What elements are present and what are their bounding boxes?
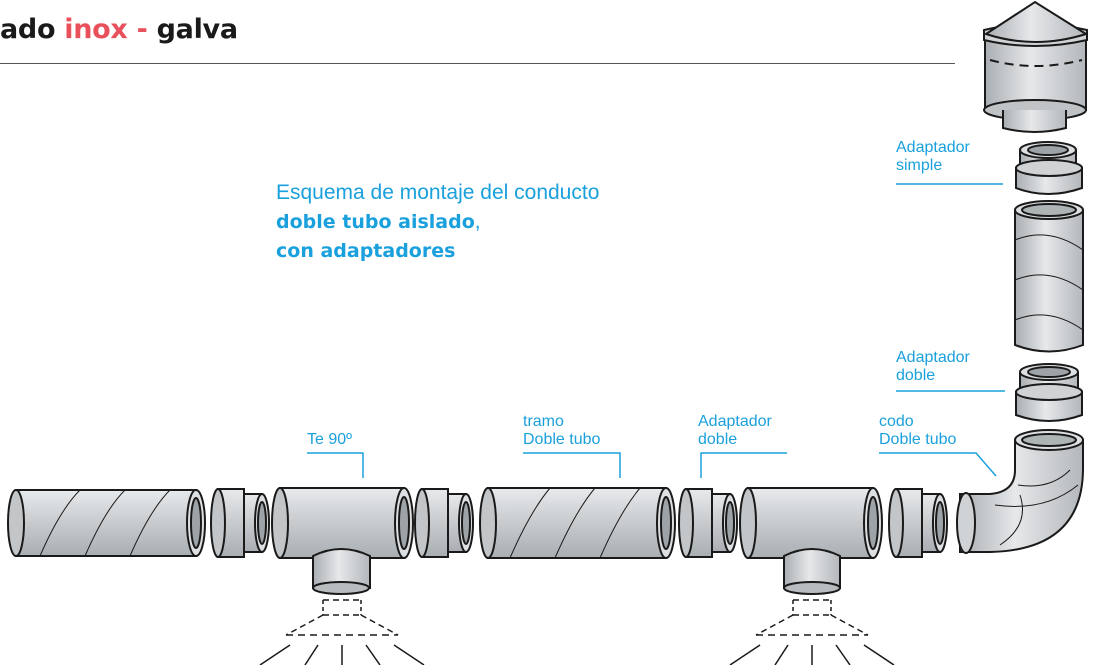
label-line: Adaptador — [698, 413, 772, 430]
title-suffix: galva — [156, 14, 238, 45]
te-90-part-2 — [739, 487, 883, 595]
adaptador-doble-part-3 — [678, 488, 738, 558]
vertical-pipe-section — [1014, 200, 1084, 353]
label-line: Doble tubo — [879, 431, 957, 448]
caption-line-1: Esquema de montaje del conducto — [276, 181, 600, 204]
codo-elbow-part — [956, 429, 1084, 554]
left-pipe-section — [7, 489, 206, 557]
caption-line-3: con adaptadores — [276, 240, 456, 262]
label-line: Adaptador — [896, 139, 970, 156]
label-adaptador-doble-horizontal: Adaptador doble — [698, 413, 772, 449]
leader-adaptador-doble-horizontal — [700, 452, 787, 478]
page-title: ado inox - galva — [0, 14, 238, 45]
te-90-part-1 — [271, 487, 414, 595]
label-line: doble — [896, 367, 936, 384]
title-accent: inox - — [64, 14, 157, 45]
chimney-cap — [983, 0, 1089, 133]
label-line: Te 90º — [307, 431, 352, 448]
adaptador-doble-part-1 — [210, 488, 270, 558]
label-line: Adaptador — [896, 349, 970, 366]
label-adaptador-doble-vertical: Adaptador doble — [896, 349, 970, 385]
label-adaptador-simple: Adaptador simple — [896, 139, 970, 175]
adaptador-doble-part-2 — [414, 488, 474, 558]
caption-bold-1: doble tubo aislado — [276, 211, 475, 233]
label-tramo-doble-tubo: tramo Doble tubo — [523, 413, 600, 449]
caption-comma: , — [474, 210, 481, 233]
diagram-caption: Esquema de montaje del conducto doble tu… — [276, 178, 716, 266]
adaptador-doble-part-4 — [888, 488, 948, 558]
title-prefix: ado — [0, 14, 65, 45]
label-line: Doble tubo — [523, 431, 601, 448]
adaptador-doble-vertical-part — [1015, 363, 1083, 422]
dashed-outlet-1 — [259, 599, 425, 665]
label-line: simple — [896, 157, 943, 174]
tramo-doble-tubo-part — [479, 487, 676, 559]
label-line: doble — [698, 431, 738, 448]
dashed-outlet-2 — [729, 599, 895, 665]
label-codo-doble-tubo: codo Doble tubo — [879, 413, 956, 449]
leader-tramo-doble-tubo — [523, 452, 621, 478]
caption-line-2: doble tubo aislado, — [276, 207, 716, 237]
adaptador-simple-part — [1015, 141, 1083, 195]
label-line: tramo — [523, 413, 564, 430]
leader-codo-doble-tubo — [879, 452, 997, 477]
label-te-90: Te 90º — [307, 431, 352, 449]
leader-te-90 — [307, 452, 364, 478]
label-line: codo — [879, 413, 914, 430]
header-divider — [0, 63, 955, 64]
